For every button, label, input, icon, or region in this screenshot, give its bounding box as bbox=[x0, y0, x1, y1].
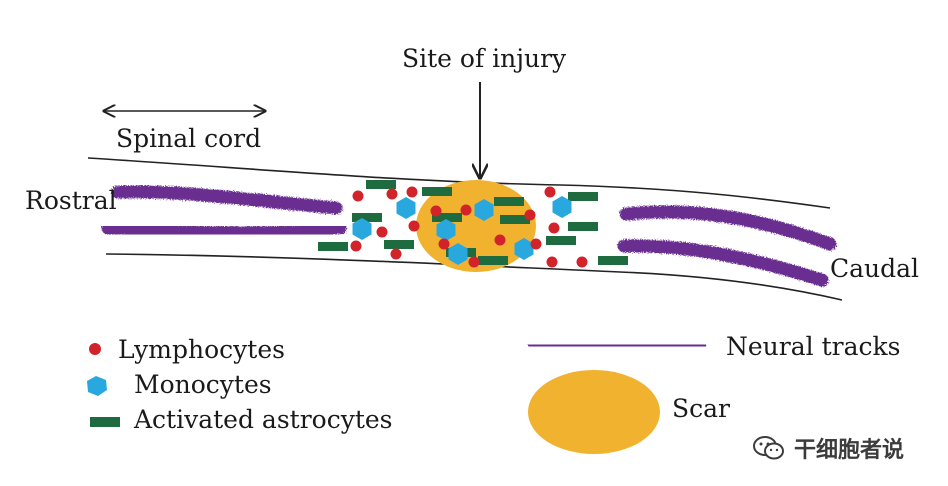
legend-scar-label: Scar bbox=[672, 394, 730, 423]
neural-track bbox=[617, 239, 829, 287]
neural-track bbox=[101, 221, 347, 240]
monocyte bbox=[448, 243, 468, 265]
lymphocyte bbox=[386, 188, 398, 200]
lymphocyte bbox=[460, 204, 472, 216]
lymphocyte bbox=[376, 226, 388, 238]
rostral-label: Rostral bbox=[25, 186, 117, 215]
lymphocyte bbox=[430, 205, 442, 217]
astrocyte bbox=[568, 192, 598, 201]
lymphocyte bbox=[352, 190, 364, 202]
astrocyte bbox=[432, 213, 462, 222]
legend-astrocyte-symbol bbox=[90, 417, 120, 427]
lymphocyte bbox=[494, 234, 506, 246]
astrocyte bbox=[478, 256, 508, 265]
cell-cluster bbox=[318, 180, 628, 268]
lymphocyte bbox=[468, 256, 480, 268]
lymphocyte bbox=[524, 209, 536, 221]
legend-scar-symbol bbox=[528, 370, 660, 454]
cord-lower-boundary bbox=[105, 253, 843, 301]
watermark-text: 干细胞者说 bbox=[794, 438, 905, 463]
wechat-icon bbox=[753, 436, 784, 460]
astrocyte bbox=[384, 240, 414, 249]
spinal-cord-label: Spinal cord bbox=[116, 124, 262, 153]
astrocyte bbox=[318, 242, 348, 251]
astrocyte bbox=[422, 187, 452, 196]
monocyte bbox=[352, 218, 372, 240]
monocyte bbox=[552, 196, 572, 218]
neural-tracks bbox=[101, 185, 837, 287]
astrocyte bbox=[366, 180, 396, 189]
astrocyte bbox=[500, 215, 530, 224]
astrocyte bbox=[568, 222, 598, 231]
legend-lymphocytes-label: Lymphocytes bbox=[118, 335, 285, 364]
lymphocyte bbox=[576, 256, 588, 268]
neural-track bbox=[619, 205, 837, 251]
lymphocyte bbox=[530, 238, 542, 250]
watermark: 干细胞者说 bbox=[752, 432, 904, 464]
lymphocyte bbox=[350, 240, 362, 252]
legend-astrocytes-label: Activated astrocytes bbox=[134, 405, 393, 434]
legend-lymphocyte-symbol bbox=[89, 343, 101, 355]
monocyte bbox=[436, 219, 456, 241]
astrocyte bbox=[494, 197, 524, 206]
neural-track bbox=[111, 185, 343, 215]
lymphocyte bbox=[546, 256, 558, 268]
astrocyte bbox=[352, 213, 382, 222]
caudal-label: Caudal bbox=[830, 254, 920, 283]
legend-neural-track-symbol bbox=[527, 338, 707, 353]
lymphocyte bbox=[408, 220, 420, 232]
astrocyte bbox=[598, 256, 628, 265]
lymphocyte bbox=[544, 186, 556, 198]
monocyte bbox=[474, 199, 494, 221]
lymphocyte bbox=[390, 248, 402, 260]
lymphocyte bbox=[548, 222, 560, 234]
legend-monocyte-symbol bbox=[87, 376, 107, 396]
monocyte bbox=[514, 238, 534, 260]
cord-upper-boundary bbox=[87, 157, 831, 209]
astrocyte bbox=[546, 236, 576, 245]
legend-monocytes-label: Monocytes bbox=[134, 370, 272, 399]
legend-neural-tracks-label: Neural tracks bbox=[726, 332, 901, 361]
lymphocyte bbox=[406, 186, 418, 198]
site-of-injury-label: Site of injury bbox=[402, 44, 567, 73]
lymphocyte bbox=[438, 238, 450, 250]
monocyte bbox=[396, 197, 416, 219]
